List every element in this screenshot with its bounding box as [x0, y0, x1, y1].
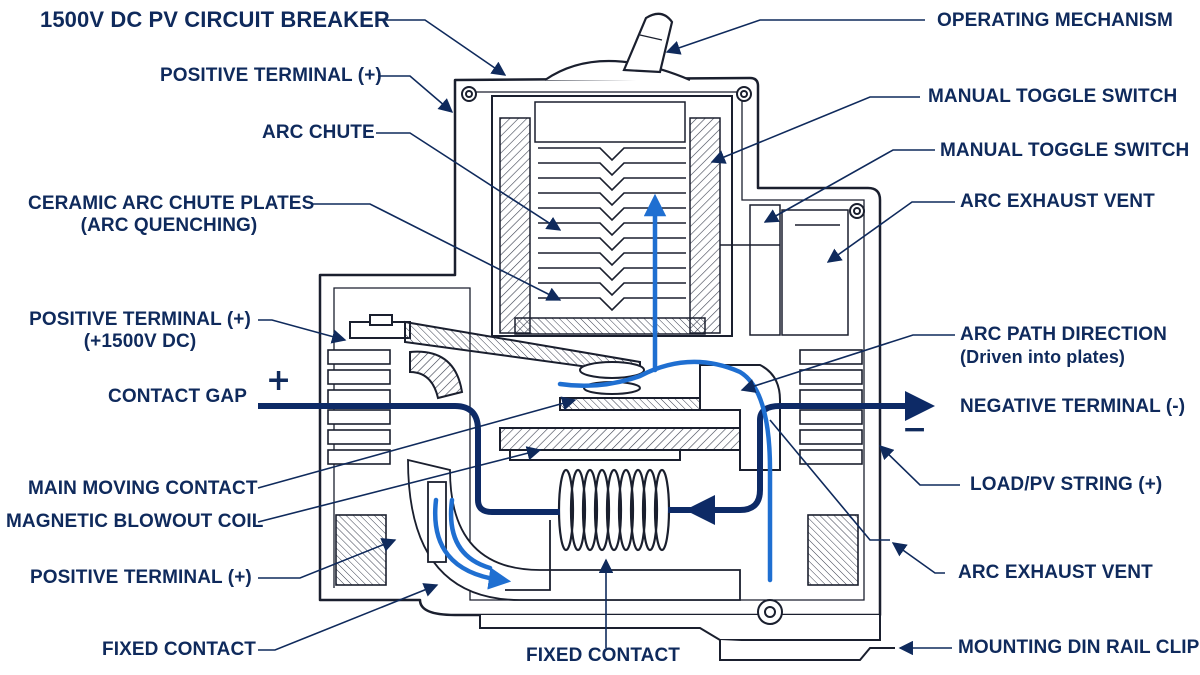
housing: [318, 76, 882, 617]
label-positive-terminal-mid-line1: POSITIVE TERMINAL (+): [29, 309, 251, 330]
terminal-screw-stacks: [327, 349, 863, 586]
terminal-clamp: [807, 514, 859, 586]
label-arc-exhaust-vent-bottom: ARC EXHAUST VENT: [958, 562, 1153, 583]
label-arc-path-direction: ARC PATH DIRECTION (Driven into plates): [960, 324, 1167, 368]
coil-turn: [569, 468, 587, 552]
arc-chute-drawing: [491, 95, 733, 337]
label-positive-terminal-mid: POSITIVE TERMINAL (+) (+1500V DC): [24, 309, 256, 353]
label-positive-terminal-mid-line2: (+1500V DC): [83, 331, 197, 352]
ceramic-arc-chute-plates: [538, 147, 686, 312]
coil-turn: [581, 468, 599, 552]
terminal-plate: [327, 389, 391, 405]
terminal-plate: [327, 349, 391, 365]
label-arc-chute: ARC CHUTE: [262, 122, 375, 143]
arc-chute-plate: [538, 177, 686, 192]
diagram-title: 1500V DC PV CIRCUIT BREAKER: [40, 7, 390, 32]
din-rail-clip-drawing: [479, 599, 895, 661]
leader-lines: [257, 19, 960, 656]
label-ceramic-plates: CERAMIC ARC CHUTE PLATES (ARC QUENCHING): [28, 193, 315, 237]
label-negative-terminal: NEGATIVE TERMINAL (-): [960, 396, 1186, 417]
inner-wall: [333, 91, 865, 601]
arc-chute-plate: [538, 297, 686, 312]
operating-mechanism-drawing: [544, 12, 691, 82]
label-positive-terminal-low: POSITIVE TERMINAL (+): [30, 567, 252, 588]
terminal-plate: [799, 429, 863, 445]
coil-turn: [605, 468, 623, 552]
label-manual-toggle-switch-1: MANUAL TOGGLE SWITCH: [928, 86, 1178, 107]
label-manual-toggle-switch-2: MANUAL TOGGLE SWITCH: [940, 140, 1190, 161]
arc-chute-plate: [538, 192, 686, 207]
contact-arm-assembly: [349, 314, 645, 400]
label-fixed-contact-bottom: FIXED CONTACT: [526, 645, 680, 666]
terminal-plate: [327, 449, 391, 465]
terminal-plate: [327, 409, 391, 425]
terminal-plate: [799, 389, 863, 405]
terminal-plate: [327, 369, 391, 385]
label-load-pv-string: LOAD/PV STRING (+): [970, 474, 1163, 495]
arc-chute-plate: [538, 237, 686, 252]
terminal-plate: [799, 369, 863, 385]
coil-turn: [641, 468, 659, 552]
label-contact-gap: CONTACT GAP: [108, 386, 248, 407]
minus-symbol: −: [902, 412, 928, 447]
coil-turn: [617, 468, 635, 552]
label-magnetic-blowout-coil: MAGNETIC BLOWOUT COIL: [6, 511, 264, 532]
label-positive-terminal-top: POSITIVE TERMINAL (+): [160, 65, 382, 86]
label-operating-mechanism: OPERATING MECHANISM: [937, 10, 1173, 31]
arc-chute-plate: [538, 282, 686, 297]
label-arc-exhaust-vent-top: ARC EXHAUST VENT: [960, 191, 1155, 212]
label-ceramic-plates-line1: CERAMIC ARC CHUTE PLATES: [28, 193, 315, 214]
coil-turn: [593, 468, 611, 552]
corner-screws: [461, 86, 865, 219]
label-arc-path-line2: (Driven into plates): [960, 347, 1126, 367]
coil-turn: [629, 468, 647, 552]
terminal-plate: [799, 349, 863, 365]
terminal-plate: [799, 449, 863, 465]
arc-chute-plate: [538, 252, 686, 267]
mechanism-compartment: [720, 204, 849, 336]
label-fixed-contact-left: FIXED CONTACT: [102, 639, 256, 660]
label-mounting-din-rail-clip: MOUNTING DIN RAIL CLIP: [958, 637, 1200, 658]
arc-chute-plate: [538, 147, 686, 162]
terminal-plate: [327, 429, 391, 445]
label-ceramic-plates-line2: (ARC QUENCHING): [80, 215, 258, 236]
magnetic-blowout-coil-drawing: [557, 468, 671, 552]
plus-symbol: +: [266, 363, 292, 398]
arc-chute-plate: [538, 267, 686, 282]
arc-path: [432, 193, 773, 590]
label-main-moving-contact: MAIN MOVING CONTACT: [28, 478, 258, 499]
terminal-plate: [799, 409, 863, 425]
terminal-clamp: [335, 514, 387, 586]
current-path: [258, 391, 935, 525]
label-arc-path-line1: ARC PATH DIRECTION: [960, 324, 1167, 345]
arc-chute-plate: [538, 222, 686, 237]
arc-chute-plate: [538, 162, 686, 177]
